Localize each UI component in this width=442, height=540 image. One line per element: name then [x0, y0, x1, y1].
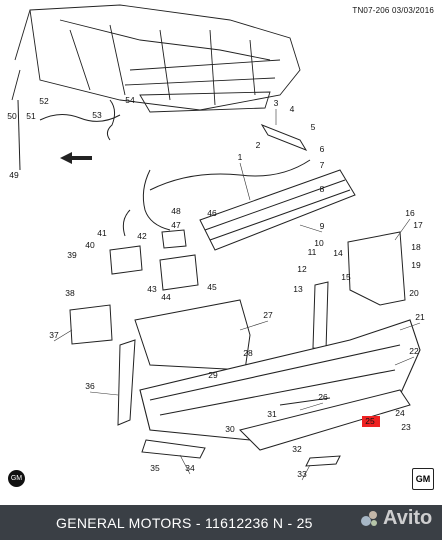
- callout-17: 17: [413, 220, 423, 230]
- callout-6: 6: [320, 144, 325, 154]
- watermark: Avito: [358, 498, 438, 538]
- callout-24: 24: [395, 408, 405, 418]
- callout-11: 11: [308, 247, 317, 257]
- front-arrow: [60, 152, 92, 164]
- callout-15: 15: [341, 272, 351, 282]
- callout-10: 10: [314, 238, 324, 248]
- side-bracket-left: [117, 339, 136, 426]
- callout-37: 37: [49, 330, 59, 340]
- callout-25: 25: [365, 416, 375, 426]
- parts-diagram: 1234567891011121314151617181920212223242…: [7, 4, 425, 481]
- callout-19: 19: [411, 260, 421, 270]
- callout-39: 39: [67, 250, 77, 260]
- avito-logo-icon: [361, 511, 377, 526]
- leader-lines: [53, 109, 421, 481]
- callout-43: 43: [147, 284, 157, 294]
- callout-12: 12: [297, 264, 307, 274]
- bracket-3: [260, 123, 308, 152]
- callout-51: 51: [26, 111, 36, 121]
- energy-absorber: [134, 299, 251, 371]
- callout-2: 2: [256, 140, 261, 150]
- lower-valance: [239, 389, 411, 451]
- callout-29: 29: [208, 370, 218, 380]
- callout-38: 38: [65, 288, 75, 298]
- callout-35: 35: [150, 463, 160, 473]
- callout-13: 13: [293, 284, 303, 294]
- vehicle-body-outline: [11, 4, 301, 113]
- callout-7: 7: [320, 160, 325, 170]
- callout-31: 31: [267, 409, 277, 419]
- callout-28: 28: [243, 348, 253, 358]
- sensor-48: [161, 229, 187, 249]
- callout-9: 9: [320, 221, 325, 231]
- callout-22: 22: [409, 346, 419, 356]
- caption-bar: GENERAL MOTORS - 11612236 N - 25: [0, 505, 442, 540]
- callout-49: 49: [9, 170, 19, 180]
- callout-36: 36: [85, 381, 95, 391]
- corner-panel: [347, 231, 406, 306]
- bracket-37: [69, 304, 113, 345]
- side-bracket-right: [312, 281, 329, 351]
- diagram-code: TN07-206 03/03/2016: [352, 6, 434, 15]
- callout-32: 32: [292, 444, 302, 454]
- callout-53: 53: [92, 110, 102, 120]
- module-44: [159, 254, 199, 291]
- callout-4: 4: [290, 104, 295, 114]
- callout-26: 26: [318, 392, 328, 402]
- callout-42: 42: [137, 231, 147, 241]
- callout-5: 5: [311, 122, 316, 132]
- callout-46: 46: [207, 208, 217, 218]
- callout-52: 52: [39, 96, 49, 106]
- gm-logo-left-icon: GM: [8, 470, 25, 487]
- callout-23: 23: [401, 422, 411, 432]
- callout-18: 18: [411, 242, 421, 252]
- impact-bar: [199, 169, 356, 251]
- callout-44: 44: [161, 292, 171, 302]
- callout-40: 40: [85, 240, 95, 250]
- callout-50: 50: [7, 111, 17, 121]
- gm-logo-right-icon: GM: [412, 468, 434, 490]
- callout-48: 48: [171, 206, 181, 216]
- callout-layer: 1234567891011121314151617181920212223242…: [7, 95, 425, 479]
- callout-27: 27: [263, 310, 273, 320]
- caption-text: GENERAL MOTORS - 11612236 N - 25: [56, 514, 313, 531]
- callout-47: 47: [171, 220, 181, 230]
- callout-20: 20: [409, 288, 419, 298]
- callout-30: 30: [225, 424, 235, 434]
- callout-45: 45: [207, 282, 217, 292]
- module-42: [109, 245, 143, 275]
- callout-1: 1: [238, 152, 243, 162]
- callout-14: 14: [333, 248, 343, 258]
- callout-41: 41: [97, 228, 107, 238]
- step-pad: [141, 439, 206, 459]
- tow-cover: [305, 455, 341, 467]
- watermark-text: Avito: [383, 506, 433, 529]
- callout-33: 33: [297, 469, 307, 479]
- callout-3: 3: [274, 98, 279, 108]
- callout-16: 16: [405, 208, 415, 218]
- callout-21: 21: [415, 312, 425, 322]
- wiring-harness: [17, 99, 311, 237]
- callout-54: 54: [125, 95, 135, 105]
- callout-8: 8: [320, 184, 325, 194]
- callout-34: 34: [185, 463, 195, 473]
- highlight-25: [362, 416, 380, 427]
